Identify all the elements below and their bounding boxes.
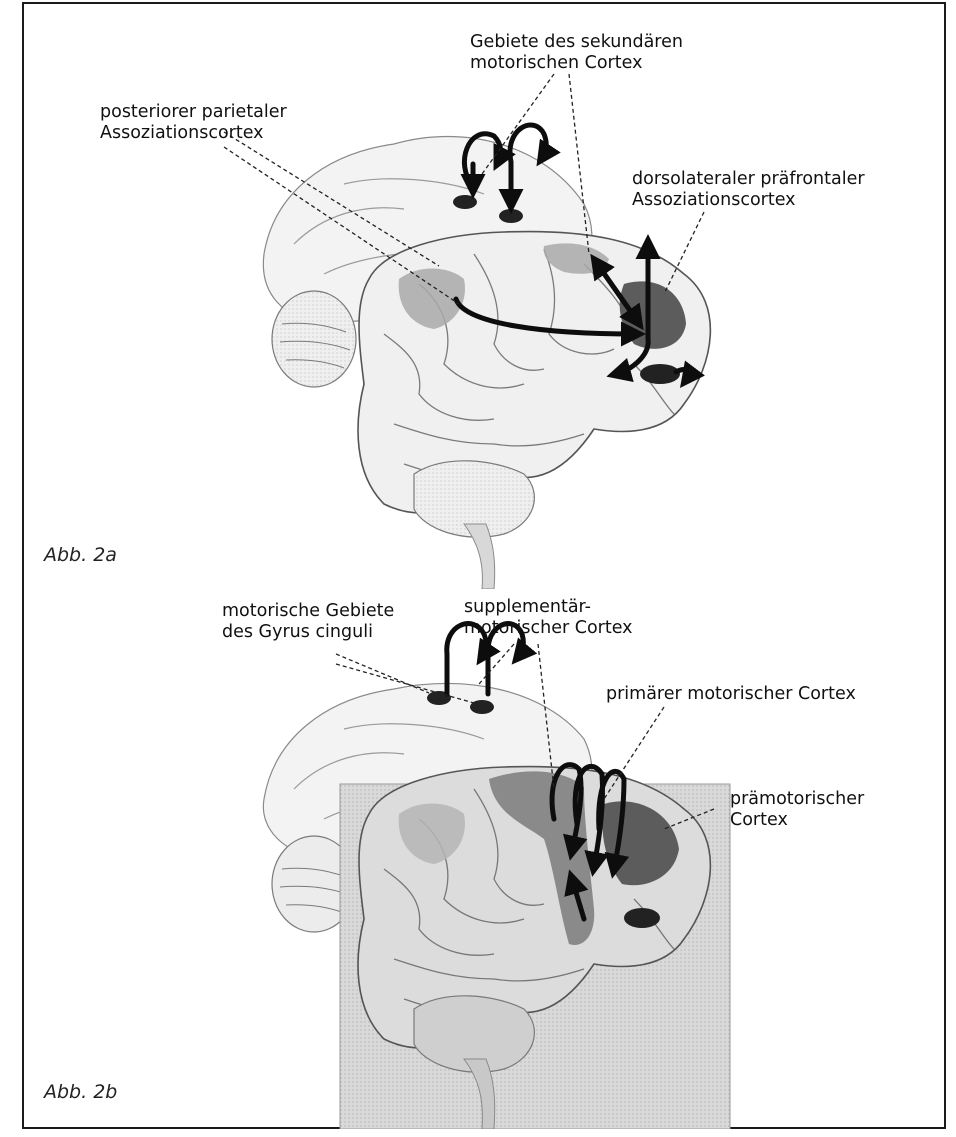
label-secondary-motor-cortex: Gebiete des sekundären motorischen Corte… (470, 32, 683, 74)
label-cingulate-motor-areas: motorische Gebiete des Gyrus cinguli (222, 601, 394, 643)
caption-figure-2a: Abb. 2a (44, 544, 117, 566)
figure-2b: motorische Gebiete des Gyrus cinguli sup… (24, 589, 944, 1129)
cerebellum-a (272, 291, 356, 387)
figure-2a: Gebiete des sekundären motorischen Corte… (24, 4, 944, 589)
label-posterior-parietal-cortex: posteriorer parietaler Assoziationscorte… (100, 102, 287, 144)
figure-frame: Gebiete des sekundären motorischen Corte… (22, 2, 946, 1129)
label-premotor-cortex: prämotorischer Cortex (730, 789, 864, 831)
brain-illustration-a (24, 4, 948, 589)
brain-illustration-b (24, 589, 948, 1129)
medial-motor-ellipse-2 (499, 209, 523, 223)
label-dlpfc: dorsolateraler präfrontaler Assoziations… (632, 169, 865, 211)
cingulate-motor-ellipse-2 (470, 700, 494, 714)
caption-figure-2b: Abb. 2b (44, 1081, 117, 1103)
label-primary-motor-cortex: primärer motorischer Cortex (606, 684, 856, 705)
medial-motor-ellipse-1 (453, 195, 477, 209)
region-orbitofrontal-b (624, 908, 660, 928)
region-orbitofrontal-a (640, 364, 680, 384)
label-supplementary-motor-cortex: supplementär- motorischer Cortex (464, 597, 633, 639)
